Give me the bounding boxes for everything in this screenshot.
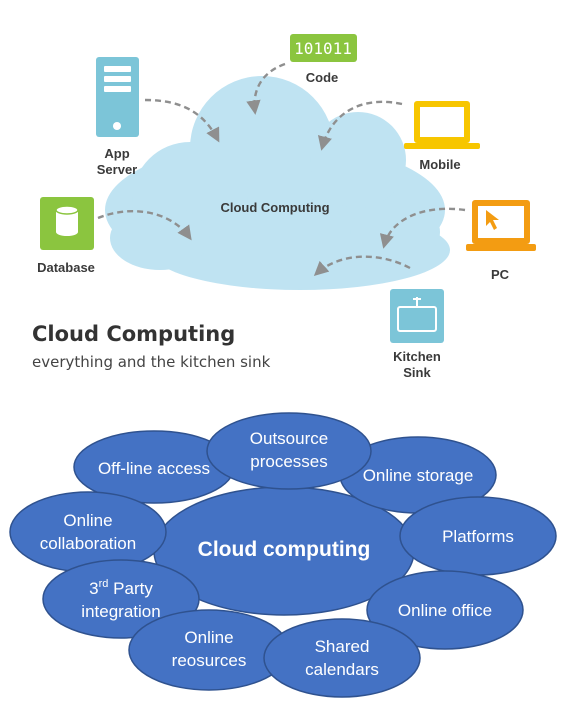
shared-calendars-label-line2: calendars — [305, 660, 379, 679]
third-party-label-line1: 3rd Party — [89, 578, 153, 598]
app-server-label-line2: Server — [97, 162, 137, 177]
arrow-code — [246, 62, 286, 115]
database-label: Database — [37, 260, 95, 275]
bottom-diagram-labels: Cloud computing Outsource processes Off-… — [40, 429, 514, 679]
database-icon — [40, 197, 94, 250]
online-office-ellipse — [366, 570, 524, 650]
pc-icon — [466, 200, 536, 251]
shared-calendars-ellipse — [263, 618, 421, 698]
sink-icon — [390, 289, 444, 343]
online-resources-label-line2: reosurces — [172, 651, 247, 670]
offline-access-label: Off-line access — [98, 459, 210, 478]
arrow-app-server — [144, 98, 220, 143]
arrow-mobile — [317, 100, 403, 151]
platforms-label: Platforms — [442, 527, 514, 546]
infographic-subtitle: everything and the kitchen sink — [32, 353, 271, 371]
arrow-database — [97, 209, 192, 241]
code-node: 101011 Code — [290, 34, 357, 85]
arrow-pc — [379, 207, 466, 249]
pc-label: PC — [491, 267, 510, 282]
online-collaboration-ellipse — [9, 491, 167, 573]
online-collaboration-label-line2: collaboration — [40, 534, 136, 553]
database-node: Database — [37, 197, 95, 275]
online-resources-label-line1: Online — [184, 628, 233, 647]
outsource-label-line2: processes — [250, 452, 327, 471]
kitchen-sink-label-line1: Kitchen — [393, 349, 441, 364]
bottom-diagram — [9, 412, 557, 698]
center-label: Cloud computing — [198, 538, 371, 561]
arrow-kitchen-sink — [313, 255, 411, 276]
top-diagram: Cloud Computing 101011 Code App Server — [32, 34, 536, 380]
third-party-rest: Party — [108, 579, 153, 598]
app-server-label-line1: App — [104, 146, 129, 161]
code-badge-text: 101011 — [294, 39, 352, 58]
infographic-title: Cloud Computing — [32, 322, 235, 346]
third-party-label-line2: integration — [81, 602, 160, 621]
kitchen-sink-label-line2: Sink — [403, 365, 431, 380]
outsource-label-line1: Outsource — [250, 429, 328, 448]
kitchen-sink-node: Kitchen Sink — [390, 289, 444, 380]
online-collaboration-label-line1: Online — [63, 511, 112, 530]
server-icon — [96, 57, 139, 137]
mobile-label: Mobile — [419, 157, 460, 172]
cloud-shape — [105, 76, 450, 290]
online-storage-label: Online storage — [363, 466, 474, 485]
online-office-label: Online office — [398, 601, 492, 620]
shared-calendars-label-line1: Shared — [315, 637, 370, 656]
connection-arrows — [97, 62, 466, 276]
pc-node: PC — [466, 200, 536, 282]
mobile-node: Mobile — [404, 101, 480, 172]
cloud-label: Cloud Computing — [220, 200, 329, 215]
third-party-superscript: rd — [99, 578, 109, 590]
third-party-number: 3 — [89, 579, 98, 598]
code-label: Code — [306, 70, 339, 85]
outsource-processes-ellipse — [206, 412, 372, 490]
app-server-node: App Server — [96, 57, 139, 177]
laptop-icon — [404, 101, 480, 149]
code-badge-icon — [290, 34, 357, 62]
